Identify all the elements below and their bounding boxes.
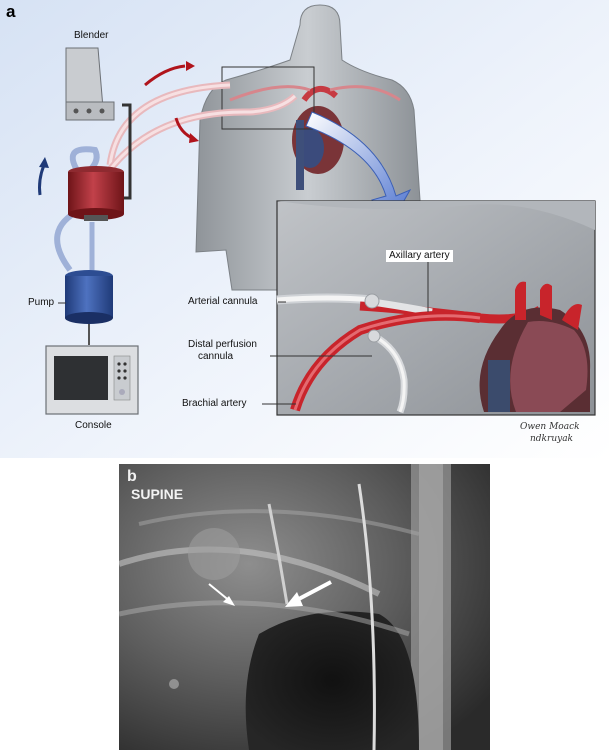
oxygenator-reservoir [68, 166, 124, 221]
chest-xray-image [119, 464, 490, 750]
axillary-artery-label: Axillary artery [386, 250, 453, 262]
blender-device [65, 47, 115, 121]
illustrator-signature-line1: Owen Moack [520, 422, 580, 432]
distal-perfusion-label-line2: cannula [198, 351, 234, 362]
panel-a-illustration [0, 0, 609, 458]
zoom-region-box [221, 66, 315, 130]
brachial-artery-label: Brachial artery [182, 398, 247, 409]
large-white-arrow-icon [285, 580, 332, 607]
panel-b-radiograph: b SUPINE [119, 464, 490, 750]
supine-label: SUPINE [131, 486, 184, 502]
panel-b-letter: b [127, 468, 137, 485]
illustrator-signature-line2: ndkruyak [530, 434, 574, 444]
console-label: Console [75, 420, 112, 431]
panel-a: a Blender Pump Console Axillary artery A… [0, 0, 609, 458]
distal-perfusion-label-line1: Distal perfusion [188, 339, 257, 350]
pump-device [65, 270, 113, 324]
arterial-cannula-label: Arterial cannula [188, 296, 258, 307]
console-device [45, 345, 139, 415]
small-white-arrow-icon [208, 583, 235, 606]
blender-label: Blender [74, 30, 109, 41]
panel-a-letter: a [6, 2, 16, 21]
inset-panel [276, 200, 596, 416]
pump-label: Pump [28, 297, 55, 308]
